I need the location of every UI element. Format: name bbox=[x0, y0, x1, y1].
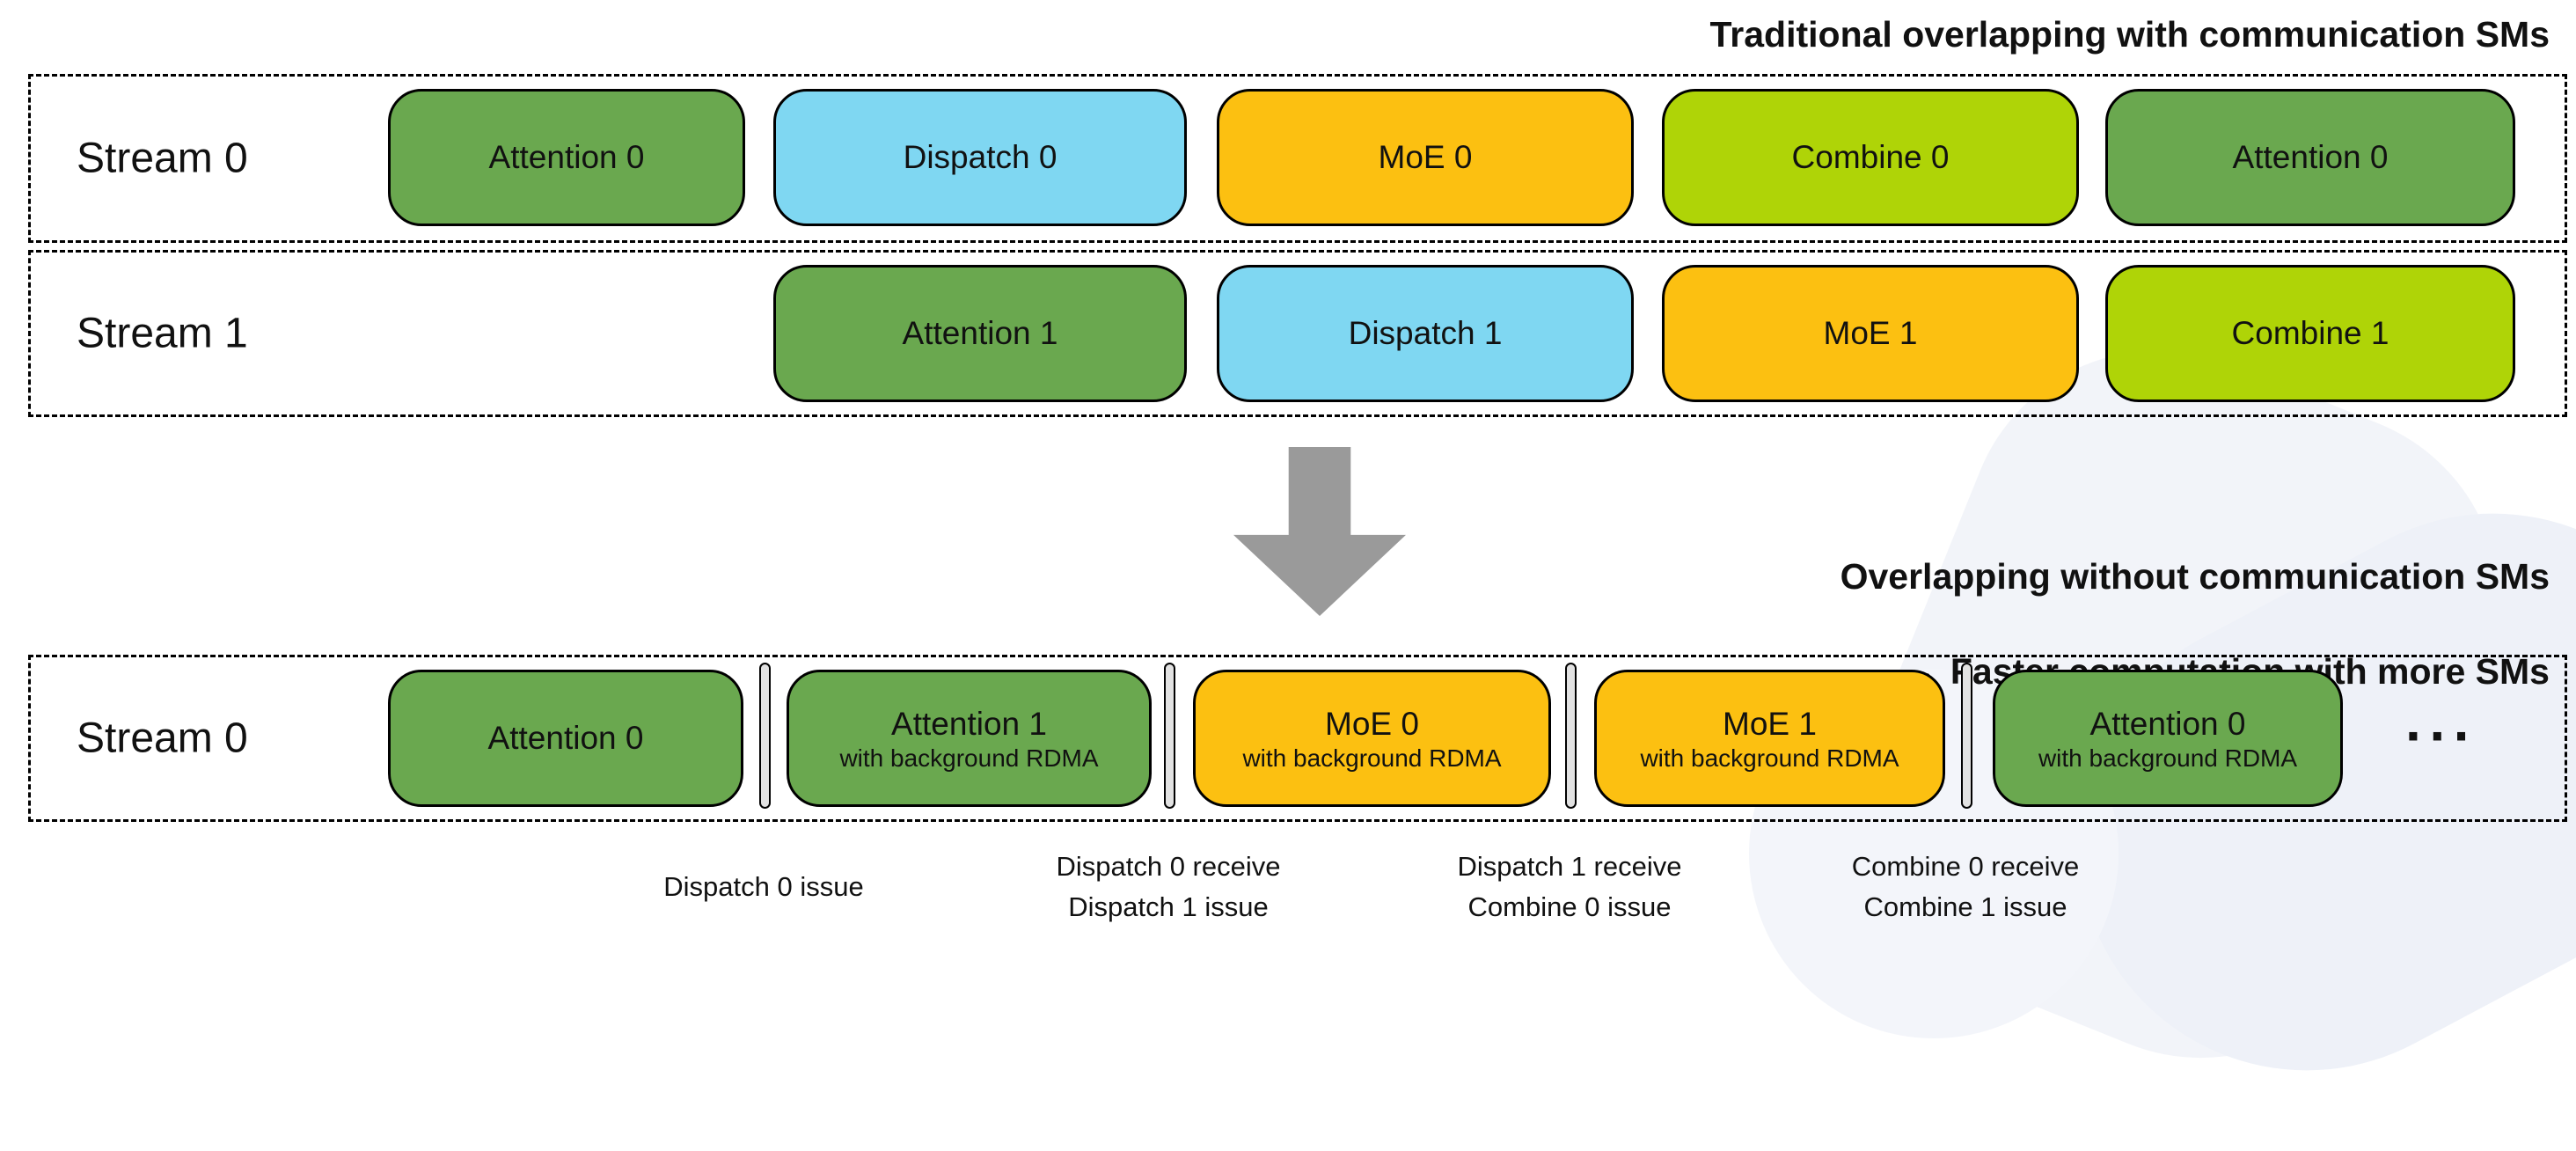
annotation-line: Combine 0 issue bbox=[1467, 891, 1672, 922]
block-attention-0: Attention 0 bbox=[388, 670, 743, 807]
annotation-line: Combine 0 receive bbox=[1851, 851, 2080, 882]
block-attention-0: Attention 0 bbox=[388, 89, 745, 226]
block-label: Combine 1 bbox=[2231, 315, 2389, 351]
block-label: Attention 0 bbox=[487, 720, 644, 756]
block-sublabel: with background RDMA bbox=[1242, 744, 1502, 772]
caption-overlapped-line1: Overlapping without communication SMs bbox=[1840, 556, 2550, 597]
annotation-line: Dispatch 1 receive bbox=[1457, 851, 1682, 882]
annotation-line: Dispatch 1 issue bbox=[1068, 891, 1269, 922]
block-combine-1: Combine 1 bbox=[2105, 265, 2515, 402]
block-label: Dispatch 1 bbox=[1348, 315, 1503, 351]
block-dispatch-0: Dispatch 0 bbox=[773, 89, 1187, 226]
down-arrow-icon bbox=[1233, 447, 1406, 616]
block-sublabel: with background RDMA bbox=[839, 744, 1099, 772]
block-label: Attention 0 bbox=[2089, 705, 2246, 742]
stream1-label: Stream 1 bbox=[77, 310, 248, 357]
block-attention-0-rdma: Attention 0 with background RDMA bbox=[1993, 670, 2343, 807]
lane-traditional-stream1: Stream 1 Attention 1 Dispatch 1 MoE 1 Co… bbox=[28, 250, 2567, 417]
lane-traditional-stream0: Stream 0 Attention 0 Dispatch 0 MoE 0 Co… bbox=[28, 74, 2567, 243]
block-attention-1: Attention 1 bbox=[773, 265, 1187, 402]
stream-separator-pill bbox=[1164, 663, 1175, 809]
block-attention-1-rdma: Attention 1 with background RDMA bbox=[787, 670, 1152, 807]
block-label: Combine 0 bbox=[1791, 139, 1950, 175]
ellipsis-more-icon: ··· bbox=[2405, 704, 2477, 767]
annotation-line: Dispatch 0 issue bbox=[663, 871, 864, 902]
block-dispatch-1: Dispatch 1 bbox=[1217, 265, 1634, 402]
block-moe-0: MoE 0 bbox=[1217, 89, 1634, 226]
annotation-line: Combine 1 issue bbox=[1863, 891, 2067, 922]
block-label: MoE 1 bbox=[1823, 315, 1918, 351]
block-label: Attention 1 bbox=[902, 315, 1058, 351]
annotation-dispatch1-receive: Dispatch 1 receive Combine 0 issue bbox=[1341, 841, 1798, 933]
annotation-combine0-receive: Combine 0 receive Combine 1 issue bbox=[1737, 841, 2194, 933]
block-label: MoE 1 bbox=[1723, 705, 1817, 742]
stream-separator-pill bbox=[759, 663, 771, 809]
block-moe-1: MoE 1 bbox=[1662, 265, 2079, 402]
block-sublabel: with background RDMA bbox=[1640, 744, 1899, 772]
diagram-canvas: Traditional overlapping with communicati… bbox=[0, 14, 2576, 1151]
block-combine-0: Combine 0 bbox=[1662, 89, 2079, 226]
block-label: Attention 0 bbox=[488, 139, 645, 175]
block-label: MoE 0 bbox=[1378, 139, 1473, 175]
block-moe-0-rdma: MoE 0 with background RDMA bbox=[1193, 670, 1551, 807]
stream-separator-pill bbox=[1961, 663, 1972, 809]
stream0-label: Stream 0 bbox=[77, 135, 248, 182]
block-sublabel: with background RDMA bbox=[2038, 744, 2298, 772]
block-label: Dispatch 0 bbox=[903, 139, 1057, 175]
block-label: Attention 0 bbox=[2232, 139, 2389, 175]
block-label: MoE 0 bbox=[1325, 705, 1419, 742]
block-attention-0-next: Attention 0 bbox=[2105, 89, 2515, 226]
annotation-dispatch0-receive: Dispatch 0 receive Dispatch 1 issue bbox=[940, 841, 1397, 933]
annotation-dispatch0-issue: Dispatch 0 issue bbox=[535, 841, 992, 933]
boundary-annotations: Dispatch 0 issue Dispatch 0 receive Disp… bbox=[0, 841, 2576, 933]
stream-separator-pill bbox=[1565, 663, 1577, 809]
lane-overlapped-stream0: Stream 0 Attention 0 Attention 1 with ba… bbox=[28, 655, 2567, 822]
block-moe-1-rdma: MoE 1 with background RDMA bbox=[1594, 670, 1945, 807]
block-label: Attention 1 bbox=[891, 705, 1047, 742]
annotation-line: Dispatch 0 receive bbox=[1056, 851, 1281, 882]
stream0-label: Stream 0 bbox=[77, 715, 248, 762]
caption-traditional: Traditional overlapping with communicati… bbox=[1709, 14, 2550, 55]
